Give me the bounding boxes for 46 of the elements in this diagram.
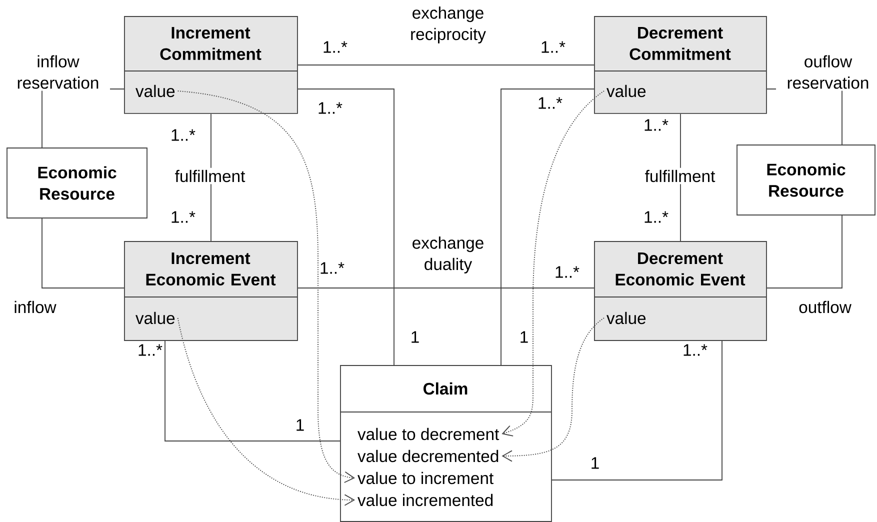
class-box: Economic Resource <box>6 148 148 218</box>
edge-label: fulfillment <box>642 168 718 184</box>
class-box: Economic Resource <box>736 144 876 216</box>
association-line <box>164 340 340 442</box>
attribute-text: value incremented <box>358 494 493 506</box>
dotted-arrow <box>177 318 355 506</box>
edge-label: inflow <box>12 298 58 316</box>
edge-label: exchange reciprocity <box>398 4 498 46</box>
multiplicity-label: 1..* <box>320 262 344 274</box>
association-line <box>551 340 722 480</box>
dotted-arrow <box>502 90 604 436</box>
attribute-text: value <box>606 84 646 98</box>
association-line <box>500 88 594 366</box>
edge-label: fulfillment <box>172 168 248 184</box>
association-line <box>297 64 594 66</box>
multiplicity-label: 1..* <box>138 344 162 356</box>
dotted-arrow <box>177 90 355 483</box>
edge-label: ouflow reservation <box>776 53 877 91</box>
association-line <box>680 113 681 242</box>
multiplicity-label: 1 <box>296 419 304 431</box>
multiplicity-label: 1..* <box>644 211 668 223</box>
attribute-text: value <box>136 312 175 324</box>
edge-label: inflow reservation <box>6 53 110 91</box>
attribute-text: value <box>606 312 646 324</box>
association-line <box>297 88 394 366</box>
association-line <box>42 218 124 288</box>
multiplicity-label: 1 <box>592 457 599 469</box>
attribute-text: value to increment <box>358 472 494 484</box>
attribute-text: value decremented <box>358 450 498 462</box>
multiplicity-label: 1..* <box>542 41 566 53</box>
edge-label: exchange duality <box>404 234 492 276</box>
edge-label: outflow <box>796 298 854 316</box>
multiplicity-label: 1..* <box>644 119 668 131</box>
attribute-text: value to decrement <box>358 428 500 440</box>
multiplicity-label: 1 <box>412 331 419 343</box>
attribute-text: value <box>136 84 175 98</box>
multiplicity-label: 1..* <box>556 266 580 278</box>
multiplicity-label: 1..* <box>684 344 708 356</box>
multiplicity-label: 1 <box>520 331 528 343</box>
multiplicity-label: 1..* <box>538 97 562 109</box>
multiplicity-label: 1..* <box>318 102 342 114</box>
dotted-arrow <box>502 318 604 462</box>
multiplicity-label: 1..* <box>172 129 196 141</box>
multiplicity-label: 1..* <box>172 211 196 223</box>
association-line <box>766 215 842 288</box>
multiplicity-label: 1..* <box>324 41 348 53</box>
